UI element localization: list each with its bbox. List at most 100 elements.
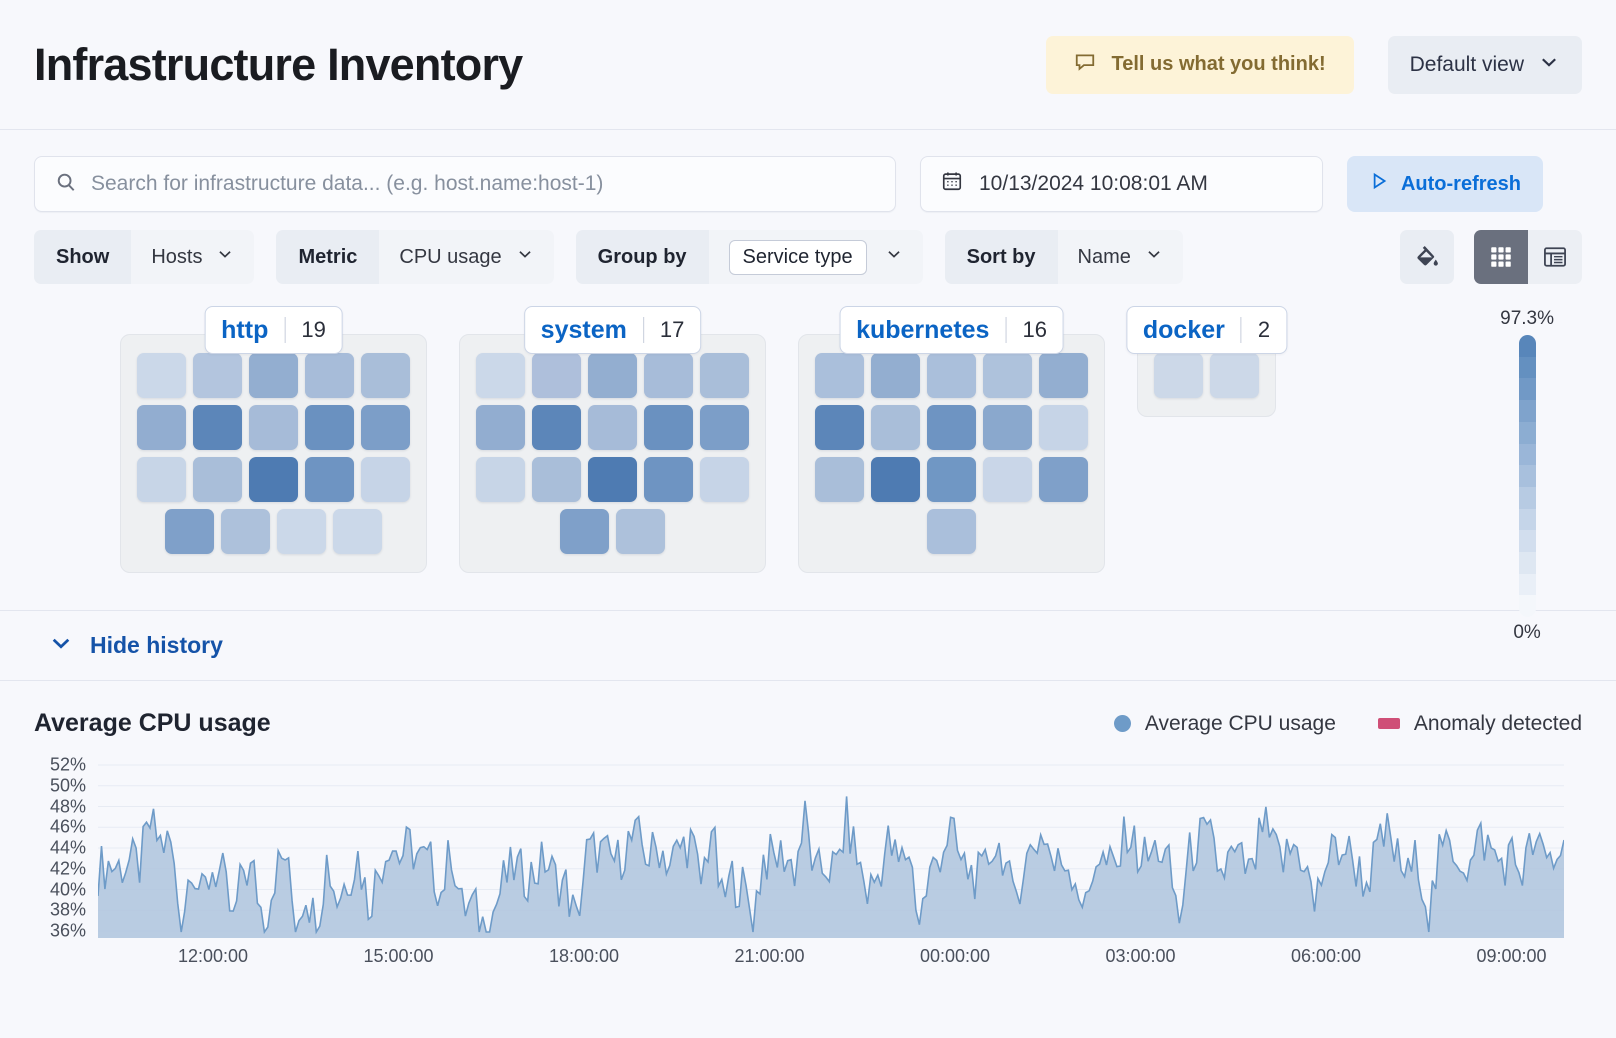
host-tile[interactable] xyxy=(700,457,749,502)
host-tile[interactable] xyxy=(588,353,637,398)
host-tile[interactable] xyxy=(927,509,976,554)
waffle-row xyxy=(476,509,749,554)
group-count: 17 xyxy=(659,317,685,342)
host-tile[interactable] xyxy=(927,405,976,450)
legend-band xyxy=(1518,421,1536,444)
host-tile[interactable] xyxy=(588,405,637,450)
host-tile[interactable] xyxy=(532,405,581,450)
host-tile[interactable] xyxy=(193,405,242,450)
legend-band xyxy=(1518,400,1536,422)
host-tile[interactable] xyxy=(983,457,1032,502)
host-tile[interactable] xyxy=(644,353,693,398)
host-tile[interactable] xyxy=(927,457,976,502)
filter-show-value[interactable]: Hosts xyxy=(131,230,255,284)
host-tile[interactable] xyxy=(1039,353,1088,398)
host-tile[interactable] xyxy=(983,405,1032,450)
filter-metric: Metric CPU usage xyxy=(276,230,554,284)
host-tile[interactable] xyxy=(1039,405,1088,450)
host-tile[interactable] xyxy=(1039,457,1088,502)
host-tile[interactable] xyxy=(983,353,1032,398)
legend-band xyxy=(1518,378,1536,401)
host-tile[interactable] xyxy=(137,405,186,450)
waffle-row xyxy=(476,405,749,450)
host-tile[interactable] xyxy=(700,405,749,450)
legend-item-average-cpu-usage[interactable]: Average CPU usage xyxy=(1113,712,1336,736)
host-tile[interactable] xyxy=(361,405,410,450)
host-tile[interactable] xyxy=(927,353,976,398)
host-tile[interactable] xyxy=(249,353,298,398)
host-tile[interactable] xyxy=(193,353,242,398)
legend-band xyxy=(1518,465,1536,487)
paint-bucket-icon[interactable] xyxy=(1400,230,1454,284)
host-tile[interactable] xyxy=(616,509,665,554)
chart-y-axis: 52%50%48%46%44%42%40%38%36% xyxy=(34,754,86,941)
table-view-icon[interactable] xyxy=(1528,230,1582,284)
host-tile[interactable] xyxy=(221,509,270,554)
host-tile[interactable] xyxy=(532,353,581,398)
y-tick-label: 52% xyxy=(49,754,86,775)
chart-legend: Average CPU usage Anomaly detected xyxy=(1113,712,1582,736)
waffle-row xyxy=(815,353,1088,398)
host-tile[interactable] xyxy=(700,353,749,398)
feedback-button[interactable]: Tell us what you think! xyxy=(1045,35,1354,94)
host-tile[interactable] xyxy=(476,405,525,450)
host-tile[interactable] xyxy=(476,457,525,502)
legend-band xyxy=(1518,508,1536,531)
hide-history-toggle[interactable]: Hide history xyxy=(0,611,1616,681)
host-tile[interactable] xyxy=(305,353,354,398)
legend-item-anomaly-detected[interactable]: Anomaly detected xyxy=(1377,712,1582,736)
host-tile[interactable] xyxy=(249,405,298,450)
default-view-label: Default view xyxy=(1409,52,1524,76)
filter-metric-value[interactable]: CPU usage xyxy=(379,230,554,284)
chevron-down-icon xyxy=(48,630,74,661)
host-tile[interactable] xyxy=(1210,353,1259,398)
host-tile[interactable] xyxy=(305,405,354,450)
host-tile[interactable] xyxy=(249,457,298,502)
host-tile[interactable] xyxy=(815,405,864,450)
host-tile[interactable] xyxy=(1154,353,1203,398)
host-tile[interactable] xyxy=(560,509,609,554)
host-tile[interactable] xyxy=(361,353,410,398)
host-tile[interactable] xyxy=(137,457,186,502)
legend-band xyxy=(1518,595,1536,617)
default-view-button[interactable]: Default view xyxy=(1387,35,1582,94)
host-tile[interactable] xyxy=(815,353,864,398)
host-tile[interactable] xyxy=(532,457,581,502)
host-tile[interactable] xyxy=(815,457,864,502)
waffle-row xyxy=(476,353,749,398)
host-tile[interactable] xyxy=(871,353,920,398)
host-tile[interactable] xyxy=(305,457,354,502)
grid-view-icon[interactable] xyxy=(1474,230,1528,284)
host-tile[interactable] xyxy=(137,353,186,398)
filter-group-by-value[interactable]: Service type xyxy=(708,230,923,284)
host-tile[interactable] xyxy=(277,509,326,554)
host-tile[interactable] xyxy=(165,509,214,554)
legend-band xyxy=(1518,573,1536,596)
search-input[interactable]: Search for infrastructure data... (e.g. … xyxy=(34,156,896,212)
host-tile[interactable] xyxy=(588,457,637,502)
host-tile[interactable] xyxy=(871,457,920,502)
chart-plot-area[interactable] xyxy=(97,758,1582,938)
filter-sort-by-value[interactable]: Name xyxy=(1057,230,1183,284)
auto-refresh-button[interactable]: Auto-refresh xyxy=(1347,156,1543,212)
chevron-down-icon xyxy=(1538,51,1560,79)
chevron-down-icon xyxy=(885,245,903,269)
host-tile[interactable] xyxy=(333,509,382,554)
chart-title: Average CPU usage xyxy=(34,709,271,737)
host-tile[interactable] xyxy=(476,353,525,398)
host-tile[interactable] xyxy=(193,457,242,502)
waffle-row xyxy=(137,457,410,502)
y-tick-label: 40% xyxy=(49,879,86,899)
host-tile[interactable] xyxy=(644,405,693,450)
date-picker[interactable]: 10/13/2024 10:08:01 AM xyxy=(920,156,1323,212)
y-tick-label: 38% xyxy=(49,899,86,920)
host-tile[interactable] xyxy=(871,405,920,450)
host-tile[interactable] xyxy=(644,457,693,502)
host-tile[interactable] xyxy=(361,457,410,502)
